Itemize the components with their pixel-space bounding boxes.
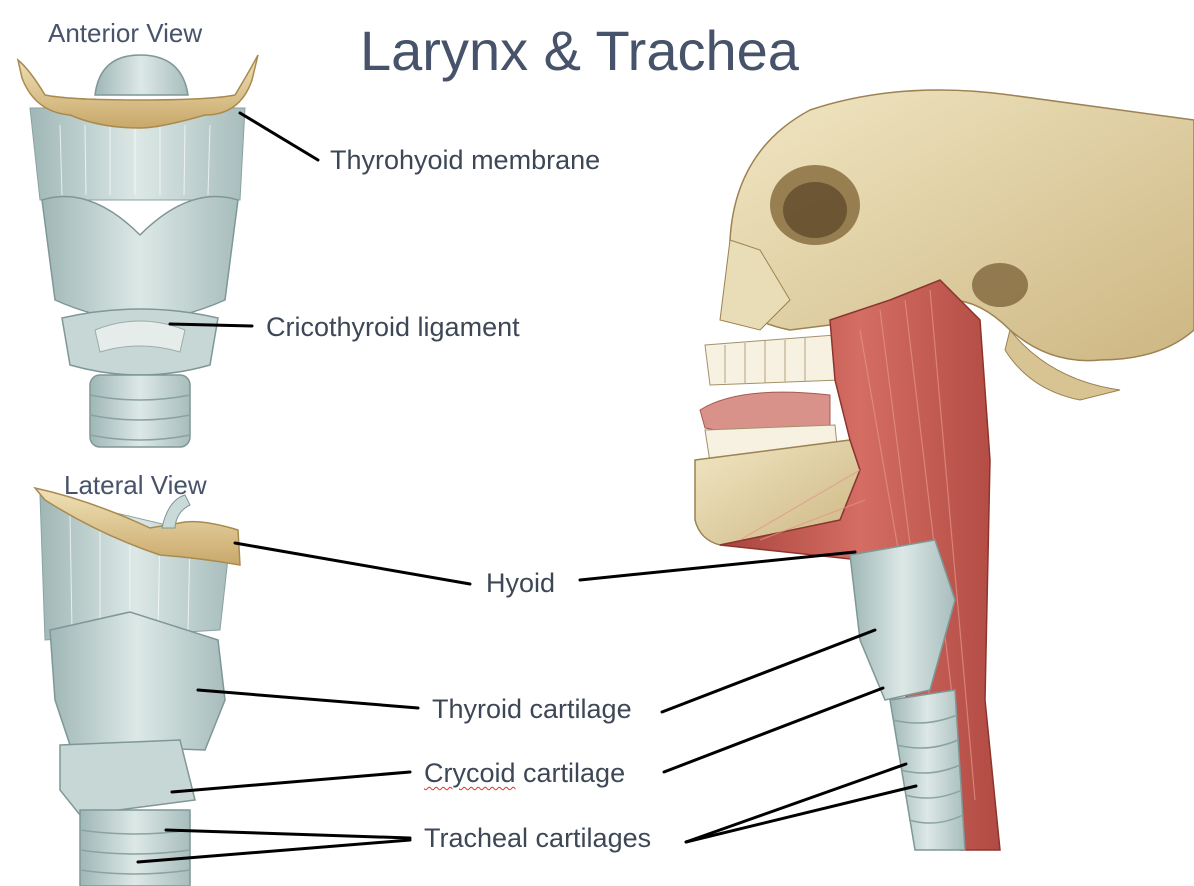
leader-hyoid-skull [578, 550, 857, 582]
label-cricothyroid-ligament: Cricothyroid ligament [266, 312, 520, 343]
label-crycoid-rest: cartilage [515, 758, 626, 788]
lateral-view-title: Lateral View [64, 470, 207, 500]
leader-tracheal-lateral-2 [136, 838, 412, 864]
leader-crycoid-skull [662, 686, 885, 774]
leader-lines [136, 111, 918, 864]
leader-cricothyroid-ligament [168, 322, 254, 328]
label-crycoid-cartilage: Crycoid cartilage [424, 758, 626, 789]
label-thyrohyoid-membrane: Thyrohyoid membrane [330, 145, 601, 176]
leader-thyroid-skull [660, 628, 877, 714]
leader-thyroid-lateral [196, 688, 420, 710]
leader-tracheal-skull-2 [684, 784, 918, 844]
skull-neck-drawing [694, 89, 1194, 851]
label-hyoid: Hyoid [486, 568, 556, 599]
leader-tracheal-skull-1 [684, 762, 908, 844]
anterior-larynx-drawing [16, 54, 259, 448]
lateral-larynx-drawing [33, 486, 241, 886]
leader-tracheal-lateral-1 [164, 828, 412, 840]
label-thyroid-cartilage: Thyroid cartilage [432, 694, 632, 725]
anterior-view-title: Anterior View [48, 18, 203, 48]
leader-thyrohyoid-membrane [238, 111, 320, 162]
page-title: Larynx & Trachea [360, 19, 799, 82]
leader-hyoid-lateral [233, 541, 472, 586]
leader-crycoid-lateral [170, 770, 412, 794]
spellcheck-word: Crycoid [424, 758, 516, 788]
label-tracheal-cartilages: Tracheal cartilages [424, 823, 652, 854]
